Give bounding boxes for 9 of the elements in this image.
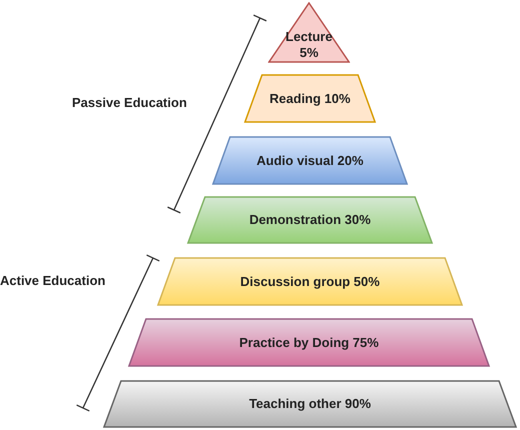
tier-label: Lecture 5%: [284, 29, 334, 61]
tier-label: Practice by Doing 75%: [239, 334, 379, 350]
tier-label: Audio visual 20%: [256, 152, 364, 168]
group-label: Passive Education: [72, 95, 187, 110]
tier-label: Demonstration 30%: [249, 212, 371, 228]
group-label: Active Education: [0, 273, 106, 288]
tier-label: Teaching other 90%: [249, 396, 371, 412]
tier-label: Reading 10%: [270, 90, 350, 106]
tier-label: Discussion group 50%: [240, 274, 380, 290]
